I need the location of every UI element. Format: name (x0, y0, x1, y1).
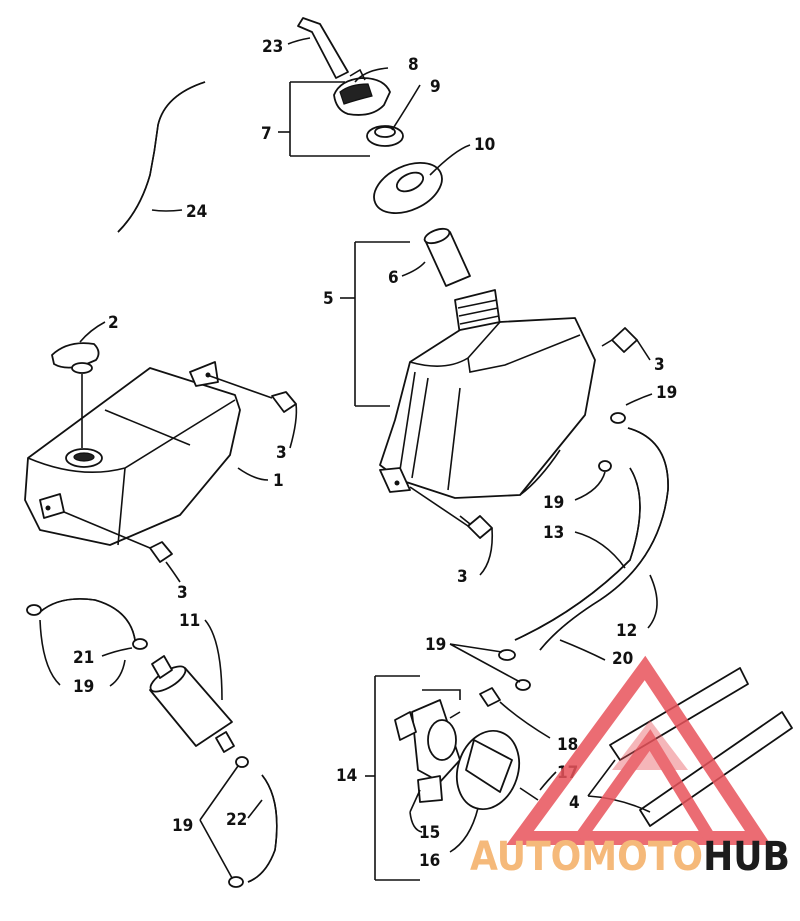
part-19-clamp-e (235, 756, 249, 768)
part-15-valve-body (394, 699, 461, 803)
part-13-fuel-hose (539, 427, 669, 651)
part-23-vent-hose (297, 17, 349, 79)
callout-3-oil-top: 3 (276, 443, 287, 463)
part-3-bolt-tank-bottom (459, 515, 493, 539)
callout-19-d: 19 (425, 635, 446, 655)
part-21-hose (39, 598, 136, 641)
callout-8: 8 (408, 55, 419, 75)
part-18-screw (479, 687, 501, 707)
part-16-valve-knob (456, 729, 520, 811)
callout-7: 7 (261, 124, 272, 144)
callout-20: 20 (612, 649, 633, 669)
part-1-oil-tank (24, 361, 241, 546)
part-19-clamp-a (610, 412, 626, 424)
part-9-cap-gasket (366, 125, 404, 147)
callout-10: 10 (474, 135, 495, 155)
part-10-seal-washer (373, 162, 443, 214)
callout-3-tank-bottom: 3 (457, 567, 468, 587)
part-2-oil-cap (51, 342, 100, 374)
part-19-clamp-d (132, 638, 148, 650)
callout-1: 1 (273, 471, 284, 491)
callout-2: 2 (108, 313, 119, 333)
callout-15: 15 (419, 823, 440, 843)
callout-19-c: 19 (73, 677, 94, 697)
watermark-triangle-icon (506, 655, 772, 845)
part-5-fuel-tank (379, 289, 596, 499)
callout-19-b: 19 (543, 493, 564, 513)
callout-24: 24 (186, 202, 207, 222)
callout-labels: 23 8 9 7 10 24 6 5 2 3 3 1 3 19 19 13 3 … (73, 37, 677, 871)
callout-4: 4 (569, 793, 580, 813)
callout-18: 18 (557, 735, 578, 755)
part-3-bolt-tank-top (601, 327, 638, 353)
part-17-screw (519, 787, 539, 801)
callout-23: 23 (262, 37, 283, 57)
part-8-fuel-cap (333, 68, 391, 116)
watermark-wordmark: AUTOMOTOHUB (470, 834, 790, 880)
part-22-hose (247, 774, 278, 883)
callout-16: 16 (419, 851, 440, 871)
watermark-text-auto: AUTO (470, 834, 581, 880)
part-19-clamp-f (228, 876, 244, 888)
svg-text:AUTOMOTOHUB: AUTOMOTOHUB (470, 834, 790, 880)
callout-9: 9 (430, 77, 441, 97)
part-24-hose (117, 81, 206, 233)
callout-11: 11 (179, 611, 200, 631)
watermark-text-hub: HUB (703, 834, 790, 880)
leader-lines (39, 37, 658, 881)
part-19-clamp-g (498, 649, 516, 661)
callout-13: 13 (543, 523, 564, 543)
callout-12: 12 (616, 621, 637, 641)
watermark-text-moto: MOTO (581, 834, 703, 880)
callout-3-tank-top: 3 (654, 355, 665, 375)
part-6-filler-neck (423, 227, 471, 287)
callout-19-a: 19 (656, 383, 677, 403)
callout-5: 5 (323, 289, 334, 309)
part-19-clamp-b (598, 460, 612, 472)
part-11-fuel-filter (149, 655, 235, 753)
part-19-clamp-c (26, 604, 42, 616)
callout-6: 6 (388, 268, 399, 288)
part-3-bolt-oil-top (271, 391, 297, 413)
callout-3-oil-bottom: 3 (177, 583, 188, 603)
watermark-logo (506, 655, 772, 845)
callout-14: 14 (336, 766, 357, 786)
part-12-hose-sleeve (514, 467, 641, 641)
callout-22: 22 (226, 810, 247, 830)
callout-21: 21 (73, 648, 94, 668)
callout-19-e: 19 (172, 816, 193, 836)
part-3-bolt-oil-bottom (149, 541, 173, 563)
